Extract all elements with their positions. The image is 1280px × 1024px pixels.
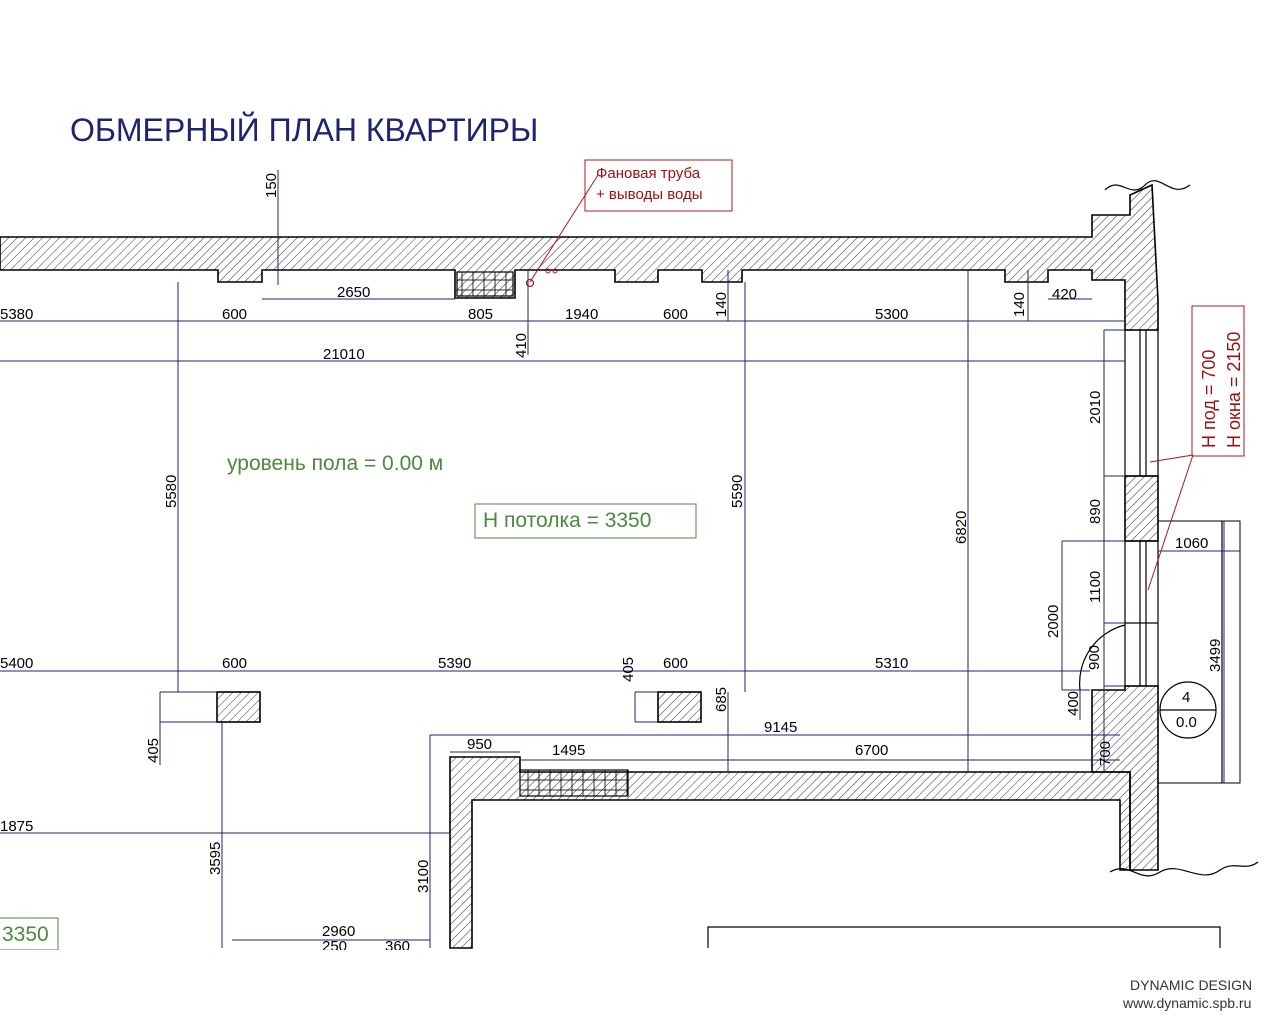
- dim-label: 140: [1011, 292, 1028, 317]
- dim-label: 1940: [565, 306, 598, 323]
- floor-level-label: уровень пола = 0.00 м: [227, 452, 443, 475]
- dim-label: 5400: [0, 655, 33, 672]
- balcony: [1157, 520, 1241, 784]
- ceiling-height-box: [474, 503, 697, 539]
- radiator-top: [456, 271, 514, 297]
- pipe-note-line1: Фановая труба: [596, 165, 701, 182]
- dim-label: 410: [513, 333, 530, 358]
- dim-label: 5300: [875, 306, 908, 323]
- break-line-top: [1104, 180, 1191, 191]
- dim-label: 400: [1065, 691, 1082, 716]
- dim-label: 600: [663, 655, 688, 672]
- dim-label: 2650: [337, 284, 370, 301]
- dim-label: 140: [713, 292, 730, 317]
- footer-company: DYNAMIC DESIGN: [1130, 977, 1252, 993]
- dim-label: 2960: [322, 923, 355, 940]
- dim-label: 3100: [415, 860, 432, 893]
- dim-label: 700: [1097, 741, 1114, 766]
- dim-label: 600: [222, 655, 247, 672]
- top-wall: [0, 183, 1159, 331]
- dimension-labels: 150 2650 5380 600 805 1940 600 140 5300 …: [0, 173, 1224, 955]
- window-note-sill: Н под = 700: [1199, 350, 1219, 448]
- dim-label: 3499: [1207, 639, 1224, 672]
- dim-label: 9145: [764, 719, 797, 736]
- dim-label: 1060: [1175, 535, 1208, 552]
- pipe-note-box: [584, 159, 733, 212]
- dim-label: 600: [663, 306, 688, 323]
- dim-label: 5580: [163, 475, 180, 508]
- pipe-note-line2: + выводы воды: [596, 186, 703, 203]
- balcony-door: [1124, 540, 1159, 687]
- dim-label: 1495: [552, 742, 585, 759]
- dim-label: 950: [467, 736, 492, 753]
- balcony-number: 4: [1182, 689, 1190, 706]
- dim-label: 5390: [438, 655, 471, 672]
- dim-label: 405: [145, 738, 162, 763]
- dim-label: 5310: [875, 655, 908, 672]
- window-note-height: Н окна = 2150: [1224, 332, 1244, 448]
- dim-label: 405: [620, 657, 637, 682]
- dim-label: 900: [1086, 645, 1103, 670]
- balcony-level: 0.0: [1176, 714, 1197, 731]
- break-line-bottom: [1109, 861, 1259, 877]
- pipe-leader: [529, 174, 599, 283]
- footer-url: www.dynamic.spb.ru: [1122, 995, 1251, 1011]
- dim-label: 1875: [0, 818, 33, 835]
- dim-label: 6700: [855, 742, 888, 759]
- lower-wall: [449, 756, 1131, 949]
- lower-room-outline: [707, 926, 1221, 948]
- ceiling-height-label-cut: 3350: [2, 923, 49, 946]
- dim-label: 420: [1052, 286, 1077, 303]
- door-swing: [1079, 624, 1126, 691]
- column-left: [216, 691, 261, 723]
- dim-label: 685: [713, 687, 730, 712]
- dim-label: 1100: [1087, 571, 1104, 603]
- dimension-lines: [0, 170, 1240, 948]
- dim-label: 21010: [323, 346, 365, 363]
- column-middle: [657, 691, 702, 723]
- ceiling-height-label: Н потолка = 3350: [483, 509, 651, 532]
- pipe-point-icon: [525, 278, 535, 288]
- dim-label: 805: [468, 306, 493, 323]
- dim-label: 5590: [729, 475, 746, 508]
- right-wall-segment: [1124, 475, 1159, 542]
- radiator-bottom: [519, 769, 629, 797]
- window-note-box: [1191, 305, 1245, 457]
- dim-label: 3595: [207, 842, 224, 875]
- dim-label: 2000: [1045, 605, 1062, 638]
- dim-label: 890: [1087, 499, 1104, 524]
- dim-label: 6820: [953, 511, 970, 544]
- plan-title: ОБМЕРНЫЙ ПЛАН КВАРТИРЫ: [70, 112, 538, 148]
- window-upper: [1124, 329, 1159, 477]
- window-leader: [1149, 454, 1194, 463]
- dim-label: 2010: [1087, 391, 1104, 424]
- dim-label: 600: [222, 306, 247, 323]
- dim-label: 5380: [0, 306, 33, 323]
- dim-label: 150: [263, 173, 280, 198]
